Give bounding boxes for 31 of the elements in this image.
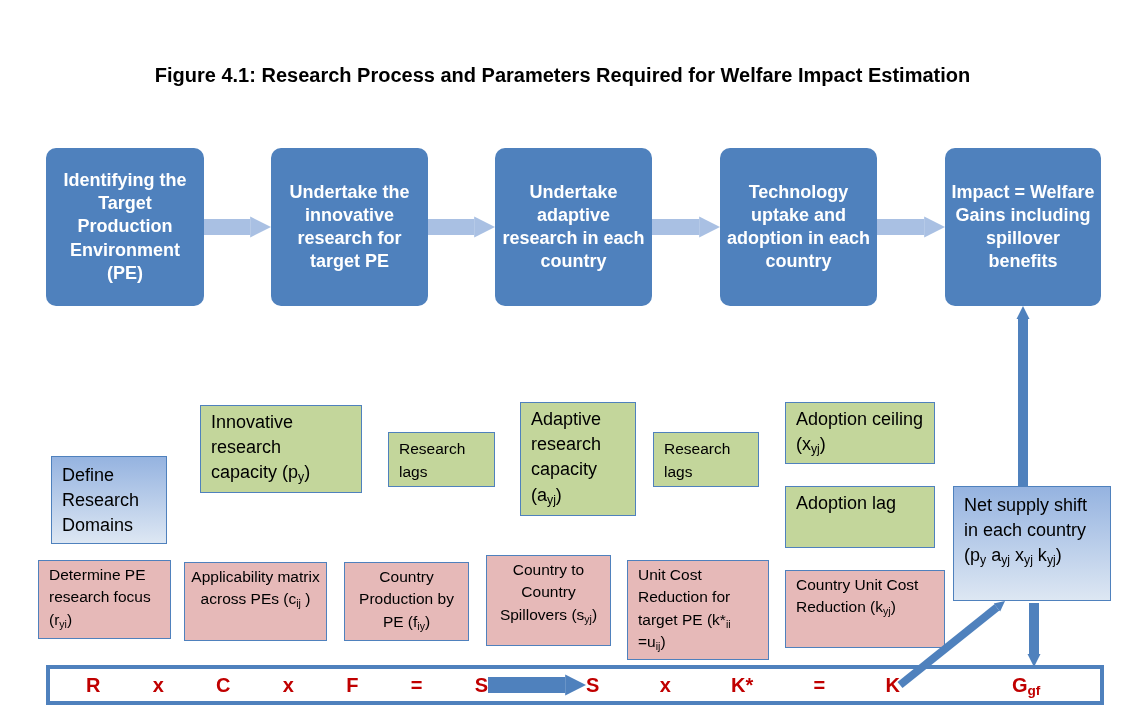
arrow [428, 216, 495, 238]
parameter-box: Adoption lag [785, 486, 935, 548]
equation-text: S x K* = K [586, 672, 900, 698]
process-box: Technology uptake and adoption in each country [720, 148, 877, 306]
process-box: Identifying the Target Production Environment (PE) [46, 148, 204, 306]
equation-text: G$_{gf}$ [1012, 672, 1056, 698]
arrow [204, 216, 271, 238]
parameter-box: Country Production by PE (f$_{iy}$) [344, 562, 469, 641]
parameter-box: Country Unit Cost Reduction (k$_{yj}$) [785, 570, 945, 648]
process-box: Undertake adaptive research in each country [495, 148, 652, 306]
parameter-box: Adaptive research capacity (a$_{yj}$) [520, 402, 636, 516]
domain-box: Define Research Domains [51, 456, 167, 544]
figure-title: Figure 4.1: Research Process and Parameters Required for Welfare Impact Estimation [153, 64, 972, 87]
parameter-box: Research lags [653, 432, 759, 487]
parameter-box: Country to Country Spillovers (s$_{yj}$) [486, 555, 611, 646]
parameter-box: Innovative research capacity (p$_{y}$) [200, 405, 362, 493]
process-box: Impact = Welfare Gains including spillover benefits [945, 148, 1101, 306]
process-box: Undertake the innovative research for target PE [271, 148, 428, 306]
equation-bar [46, 665, 1104, 705]
parameter-box: Applicability matrix across PEs (c$_{ij}$ ) [184, 562, 327, 641]
arrow [877, 216, 945, 238]
supply-shift-box: Net supply shift in each country (p$_{y}$ a$_{yj}$ x$_{yj}$ k$_{yj}$) [953, 486, 1111, 601]
arrow [652, 216, 720, 238]
arrow [488, 674, 586, 696]
arrow [1016, 306, 1030, 486]
parameter-box: Research lags [388, 432, 495, 487]
parameter-box: Unit Cost Reduction for target PE (k*$_{ii}$ =u$_{ij}$) [627, 560, 769, 660]
arrow [1027, 603, 1041, 667]
parameter-box: Determine PE research focus (r$_{yi}$) [38, 560, 171, 639]
parameter-box: Adoption ceiling (x$_{yj}$) [785, 402, 935, 464]
equation-text: R x C x F = S [86, 672, 488, 698]
